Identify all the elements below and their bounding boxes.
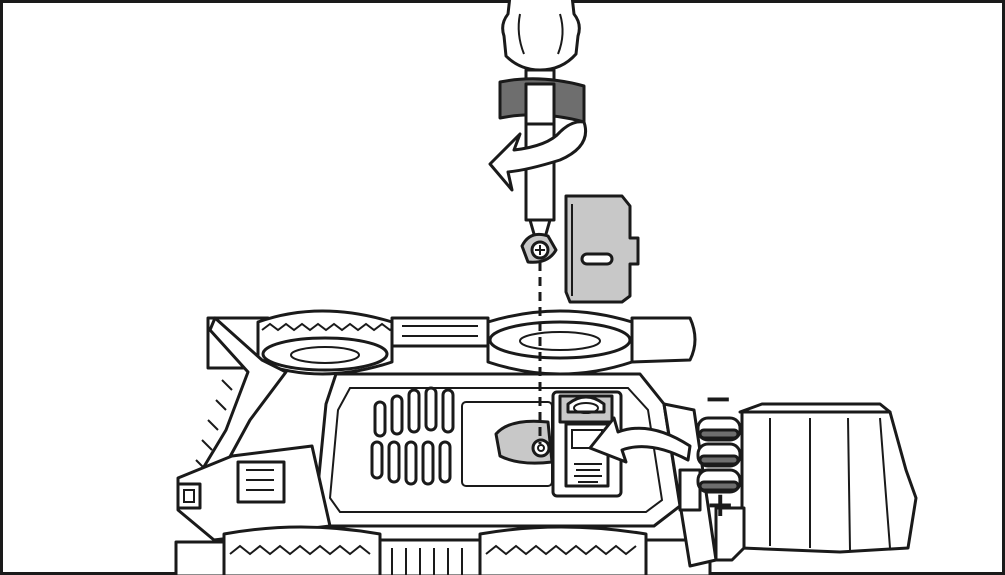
positive-terminal-label: +: [706, 485, 735, 525]
insert-battery-arrow: [588, 416, 692, 464]
screw-top: [520, 232, 558, 264]
negative-terminal-label: −: [704, 379, 733, 419]
rear-wheel-left: [206, 309, 399, 376]
front-wheels: [174, 525, 712, 575]
screw-hole-body: [494, 419, 554, 465]
robot-mower-body: [174, 309, 718, 575]
vent-grille: [370, 386, 455, 486]
rotate-counterclockwise-icon: [488, 77, 587, 192]
battery-cover: [564, 194, 640, 304]
rear-wheel-right: [486, 309, 697, 376]
battery-compartment: [551, 390, 623, 498]
battery-pack: − +: [696, 379, 918, 562]
